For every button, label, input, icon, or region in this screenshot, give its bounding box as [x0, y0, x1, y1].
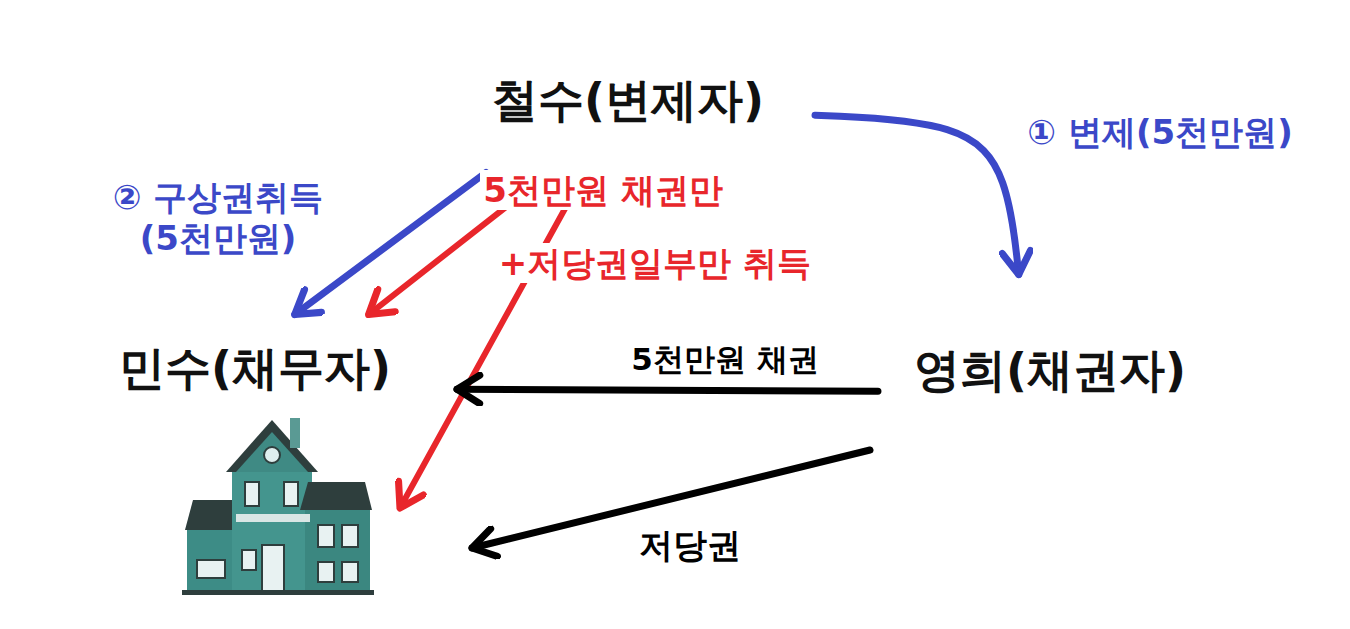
mortgage-note: +저당권일부만 취득 — [496, 243, 814, 284]
claim-note: 5천만원 채권만 — [480, 170, 726, 211]
party-node: 영희(채권자) — [908, 340, 1192, 401]
connector-arrow — [457, 389, 878, 391]
connector-arrow — [815, 115, 1019, 274]
party-node: 민수(채무자) — [113, 338, 397, 399]
party-name: 철수(변제자) — [492, 74, 764, 127]
lien-arrow — [400, 185, 578, 508]
party-node: 철수(변제자) — [486, 70, 770, 131]
edge-label: 5천만원 채권 — [628, 341, 821, 378]
edge-label: ② 구상권취득 (5천만원) — [90, 177, 346, 259]
house-illustration — [182, 418, 374, 595]
mortgage-label: 저당권 — [636, 525, 744, 566]
party-name: 영희(채권자) — [914, 344, 1186, 397]
party-name: 민수(채무자) — [119, 342, 391, 395]
edge-label: ① 변제(5천만원) — [1024, 112, 1295, 153]
